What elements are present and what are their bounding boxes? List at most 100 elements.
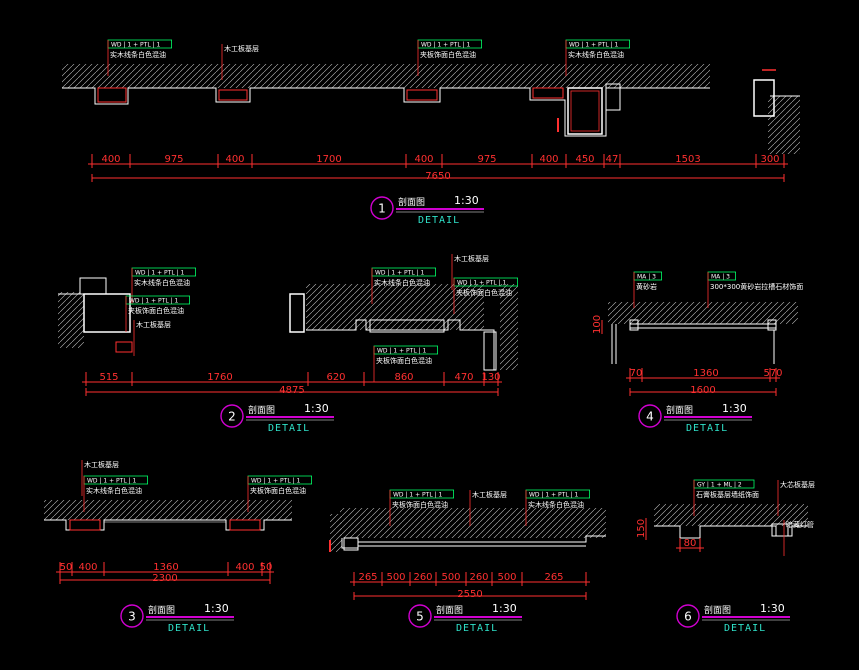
detail-3-scale: 1:30 (204, 602, 229, 615)
detail-4-scale: 1:30 (722, 402, 747, 415)
detail-2-tag-text: 夹板饰面白色混油 (456, 288, 512, 297)
detail-4-dim-value: 570 (763, 368, 782, 379)
detail-2-title: 剖面图 (248, 404, 275, 416)
detail-4-tag-text: 黄砂岩 (636, 282, 657, 291)
detail-2-profile (306, 319, 495, 370)
detail-2-door-frame (289, 293, 305, 333)
detail-2-number: 2 (228, 410, 236, 424)
detail-6-profile (654, 525, 808, 539)
detail-1-right-wall-hatch (768, 96, 800, 154)
detail-2-tag-text: 实木线条白色混油 (134, 278, 190, 287)
detail-6-section: 150 (636, 504, 808, 540)
detail-1-number-circle (370, 196, 394, 220)
detail-2-tag-text: 夹板饰面白色混油 (376, 356, 432, 365)
detail-1-box-b (218, 89, 248, 101)
detail-1-detail-word: DETAIL (418, 215, 460, 226)
detail-1-box-c (406, 89, 438, 101)
detail-4-section: 100 (592, 302, 798, 364)
detail-6-number: 6 (684, 610, 692, 624)
detail-4-right-end (767, 319, 777, 331)
detail-3-tag-text: 实木线条白色混油 (86, 486, 142, 495)
detail-1-tag-text: 夹板饰面白色混油 (420, 50, 476, 59)
detail-2-tag-text: 夹板饰面白色混油 (128, 306, 184, 315)
detail-5-tag-code: WD | 1 + PTL | 1 (393, 491, 443, 498)
detail-2-dim-value: 470 (454, 372, 473, 383)
detail-2-section (58, 277, 518, 371)
detail-1-dim-value: 300 (760, 154, 779, 165)
detail-3-tag-text: 木工板基层 (84, 460, 119, 469)
detail-1-dim-value: 400 (225, 154, 244, 165)
detail-2-tag-code: WD | 1 + PTL | 1 (377, 347, 427, 354)
detail-2-dim-value: 860 (394, 372, 413, 383)
detail-1-corner-box (753, 79, 775, 117)
detail-6-height-text: 150 (636, 519, 647, 538)
detail-4-number-circle (638, 404, 662, 428)
detail-6-tag-text: 石膏板基层墙纸饰面 (696, 490, 759, 499)
detail-5-tag-code: WD | 1 + PTL | 1 (529, 491, 579, 498)
detail-2-tag-code: WD | 1 + PTL | 1 (457, 279, 507, 286)
detail-1-tag-text: 实木线条白色混油 (568, 50, 624, 59)
detail-1-column-inner (570, 90, 600, 132)
detail-5-number-circle (408, 604, 432, 628)
detail-2-tag-text: 木工板基层 (136, 320, 171, 329)
detail-2-dim-value: 620 (326, 372, 345, 383)
detail-1-wall-hatch (62, 64, 710, 88)
detail-4-left-end (629, 319, 639, 331)
detail-2-left-mark (115, 341, 133, 353)
detail-5-total-value: 2550 (457, 589, 482, 600)
detail-5-detail-word: DETAIL (456, 623, 498, 634)
detail-5-dim-value: 260 (413, 572, 432, 583)
detail-4-tag-code: MA | 3 (711, 273, 730, 280)
detail-4-title: 剖面图 (666, 404, 693, 416)
detail-1-tag-code: WD | 1 + PTL | 1 (111, 41, 161, 48)
detail-2-left-box (83, 293, 131, 333)
detail-1-dim-value: 400 (414, 154, 433, 165)
detail-3-tag-code: WD | 1 + PTL | 1 (251, 477, 301, 484)
detail-1-tag-code: WD | 1 + PTL | 1 (569, 41, 619, 48)
detail-1-dim-value: 1503 (675, 154, 700, 165)
detail-1-dim-value: 975 (477, 154, 496, 165)
detail-3-title: 剖面图 (148, 604, 175, 616)
detail-1-dim-value: 1700 (316, 154, 341, 165)
detail-5-section (329, 508, 606, 552)
detail-2-dim-value: 515 (99, 372, 118, 383)
detail-2-number-circle (220, 404, 244, 428)
detail-2-left-wall-hatch (58, 292, 84, 348)
detail-5-number: 5 (416, 610, 424, 624)
detail-3-dim-value: 50 (260, 562, 273, 573)
detail-5-dim-value: 260 (469, 572, 488, 583)
detail-2-tag-text: 实木线条白色混油 (374, 278, 430, 287)
detail-6-light-box (771, 523, 789, 537)
detail-3-dim-value: 400 (235, 562, 254, 573)
detail-2-tag-text: 木工板基层 (454, 254, 489, 263)
detail-2-dim-value: 1760 (207, 372, 232, 383)
detail-3-box-a (69, 519, 101, 531)
detail-2-mid-panel (369, 319, 445, 333)
detail-5-tag-text: 夹板饰面白色混油 (392, 500, 448, 509)
detail-4-total-value: 1600 (690, 385, 715, 396)
detail-2-right-box (483, 331, 497, 371)
detail-2-scale: 1:30 (304, 402, 329, 415)
detail-1-column (567, 87, 603, 135)
detail-4-tag-code: MA | 3 (637, 273, 656, 280)
detail-4-tag-text: 300*300黄砂岩拉槽石材饰面 (710, 282, 803, 291)
detail-4-wall-hatch (608, 302, 798, 324)
detail-3-section (44, 500, 292, 531)
detail-6-dim-value: 80 (684, 538, 697, 549)
detail-3-profile (44, 519, 292, 531)
detail-3-detail-word: DETAIL (168, 623, 210, 634)
detail-5-scale: 1:30 (492, 602, 517, 615)
detail-3-tag-text: 夹板饰面白色混油 (250, 486, 306, 495)
detail-2-dim-value: 130 (481, 372, 500, 383)
detail-3-tag-code: WD | 1 + PTL | 1 (87, 477, 137, 484)
detail-3-dim-value: 400 (78, 562, 97, 573)
detail-6-detail-word: DETAIL (724, 623, 766, 634)
detail-1-dim-value: 400 (101, 154, 120, 165)
detail-5-dim-value: 500 (386, 572, 405, 583)
detail-5-dim-value: 265 (544, 572, 563, 583)
detail-5-left-box (343, 537, 359, 551)
detail-3-number-circle (120, 604, 144, 628)
detail-2-total-value: 4875 (279, 385, 304, 396)
